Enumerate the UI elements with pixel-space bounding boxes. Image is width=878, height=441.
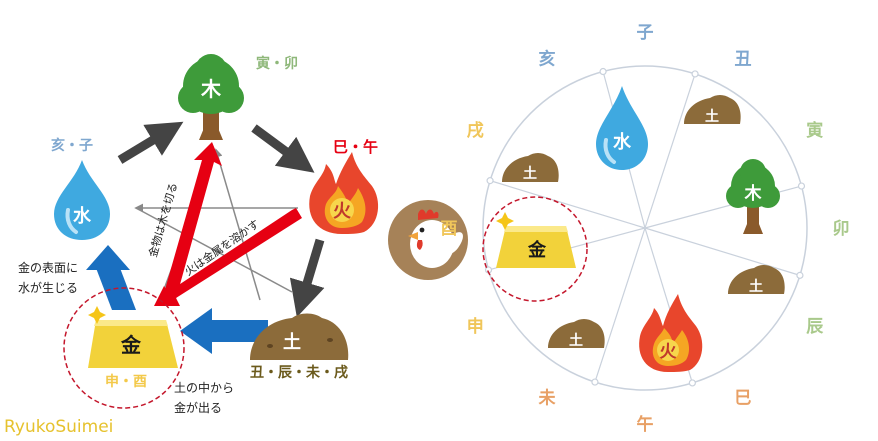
branch-label: 亥 bbox=[539, 48, 556, 69]
wheel-spoke bbox=[644, 73, 696, 229]
branch-label: 酉 bbox=[441, 219, 458, 239]
branch-label: 申 bbox=[467, 316, 484, 337]
wheel-water-label: 水 bbox=[613, 131, 632, 153]
wheel-earth-label-goat: 土 bbox=[569, 332, 583, 349]
fire-branches: 巳・午 bbox=[333, 138, 378, 156]
left-cycle-diagram: 金物は木を切る 火は金属を溶かす 木 寅・卯 火 巳・午 土 丑・辰・未・戌 bbox=[18, 54, 379, 415]
wheel-dot bbox=[797, 182, 806, 190]
wheel-earth-icon-ox bbox=[684, 95, 741, 124]
note-earth-to-metal: 土の中から 金が出る bbox=[174, 380, 238, 415]
fire-flame-icon bbox=[309, 152, 379, 234]
watermark: RyukoSuimei bbox=[4, 417, 113, 437]
branch-label: 巳 bbox=[735, 389, 752, 409]
rooster-badge bbox=[388, 200, 468, 280]
wheel-metal-label: 金 bbox=[527, 239, 547, 261]
branch-label: 戌 bbox=[467, 120, 484, 141]
wheel-circle bbox=[482, 65, 808, 391]
wheel-water-drop-icon bbox=[596, 86, 648, 170]
wheel-fire-label: 火 bbox=[660, 342, 678, 362]
water-label: 水 bbox=[73, 205, 92, 227]
wheel-dot bbox=[599, 67, 607, 76]
earth-branches: 丑・辰・未・戌 bbox=[250, 364, 348, 381]
metal-branches: 申・酉 bbox=[105, 373, 147, 390]
metal-to-water-arrow bbox=[86, 245, 136, 310]
wheel-spoke bbox=[644, 227, 801, 276]
wheel-spoke bbox=[489, 180, 646, 229]
branch-label: 丑 bbox=[735, 49, 752, 69]
control-arrows bbox=[154, 142, 302, 306]
metal-gold-bar-icon bbox=[88, 306, 178, 368]
branch-label: 寅 bbox=[806, 120, 823, 141]
arrow-water-to-wood bbox=[117, 121, 184, 164]
wheel-wood-tree-icon bbox=[726, 159, 780, 234]
earth-label: 土 bbox=[283, 332, 301, 353]
earth-mound-icon bbox=[250, 313, 349, 360]
water-branches: 亥・子 bbox=[51, 137, 93, 154]
branch-label: 辰 bbox=[806, 317, 824, 337]
wheel-dot bbox=[691, 70, 699, 78]
note-earth-to-metal-line2: 金が出る bbox=[174, 400, 222, 415]
note-metal-to-water-line2: 水が生じる bbox=[18, 280, 78, 295]
wheel-spoke bbox=[594, 227, 646, 383]
wheel-earth-label-dog: 土 bbox=[523, 165, 537, 182]
metal-dashed-circle bbox=[63, 287, 185, 409]
arrow-fire-melts-metal bbox=[154, 208, 302, 306]
arrow-metal-cuts-wood bbox=[158, 142, 222, 306]
wheel-earth-icon-dragon bbox=[728, 265, 785, 294]
wood-branches: 寅・卯 bbox=[256, 55, 298, 72]
arrow-wood-to-fire bbox=[251, 124, 315, 173]
arrow-fire-to-earth bbox=[289, 238, 325, 318]
wheel-earth-icon-goat bbox=[548, 319, 605, 348]
wheel-earth-label-ox: 土 bbox=[705, 108, 719, 125]
wheel-dot bbox=[591, 378, 599, 386]
wheel-fire-flame-icon bbox=[639, 294, 703, 372]
wheel-dot bbox=[486, 177, 494, 185]
branch-label: 午 bbox=[637, 414, 654, 435]
metal-label: 金 bbox=[120, 333, 142, 357]
wheel-metal-gold-bar-icon bbox=[496, 212, 576, 268]
note-metal-cuts-wood: 金物は木を切る bbox=[145, 181, 180, 259]
generating-arrows bbox=[117, 121, 325, 318]
earth-to-metal-arrow bbox=[180, 308, 268, 354]
wheel-earth-icon-dog bbox=[502, 153, 559, 182]
wheel-dots bbox=[484, 67, 806, 387]
branch-label: 未 bbox=[538, 388, 556, 409]
wheel-dot bbox=[796, 271, 804, 279]
wheel-dot bbox=[688, 379, 696, 387]
wood-label: 木 bbox=[200, 77, 222, 101]
branch-label: 子 bbox=[637, 23, 654, 43]
wheel-wood-label: 木 bbox=[744, 183, 763, 204]
wood-tree-icon bbox=[178, 54, 244, 140]
fire-label: 火 bbox=[333, 201, 352, 222]
note-metal-to-water-line1: 金の表面に bbox=[18, 260, 78, 275]
wheel-metal-dashed-circle bbox=[482, 196, 588, 302]
wheel-earth-label-dragon: 土 bbox=[749, 278, 763, 295]
note-metal-to-water: 金の表面に 水が生じる bbox=[18, 260, 82, 295]
branch-label: 卯 bbox=[833, 219, 850, 239]
water-drop-icon bbox=[54, 160, 110, 240]
note-earth-to-metal-line1: 土の中から bbox=[174, 380, 234, 395]
